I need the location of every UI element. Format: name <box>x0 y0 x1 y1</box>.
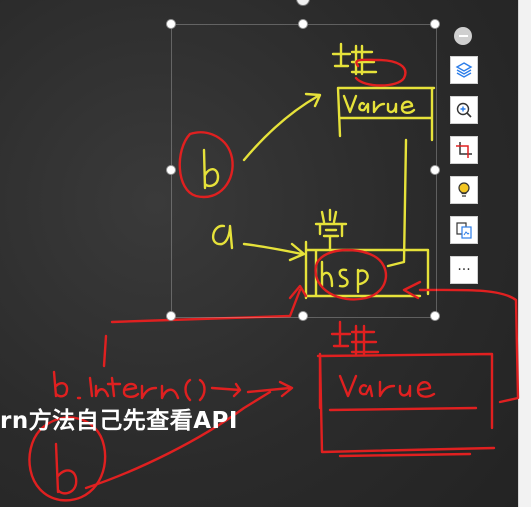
selected-image-frame[interactable] <box>171 24 437 318</box>
resize-handle-right[interactable] <box>430 165 440 175</box>
replace-image-button[interactable] <box>450 216 478 244</box>
lightbulb-icon <box>458 182 470 197</box>
more-icon: ··· <box>457 262 471 278</box>
collapse-toolbar-button[interactable] <box>454 27 472 45</box>
slide-text: rn方法自己先查看API <box>0 408 238 434</box>
more-button[interactable]: ··· <box>450 256 478 284</box>
resize-handle-top-left[interactable] <box>166 19 176 29</box>
zoom-in-icon <box>456 102 472 118</box>
resize-handle-bottom[interactable] <box>298 311 308 321</box>
crop-button[interactable] <box>450 136 478 164</box>
minus-icon <box>458 35 468 37</box>
replace-image-icon <box>456 222 472 239</box>
resize-handle-left[interactable] <box>166 165 176 175</box>
side-panel-edge <box>518 0 531 507</box>
resize-handle-bottom-right[interactable] <box>430 311 440 321</box>
layers-icon <box>455 62 473 78</box>
zoom-button[interactable] <box>450 96 478 124</box>
resize-handle-bottom-left[interactable] <box>166 311 176 321</box>
red-ink-drawing <box>28 58 520 502</box>
resize-handle-top-right[interactable] <box>430 19 440 29</box>
layers-button[interactable] <box>450 56 478 84</box>
idea-button[interactable] <box>450 176 478 204</box>
crop-icon <box>456 142 472 158</box>
resize-handle-top[interactable] <box>298 19 308 29</box>
